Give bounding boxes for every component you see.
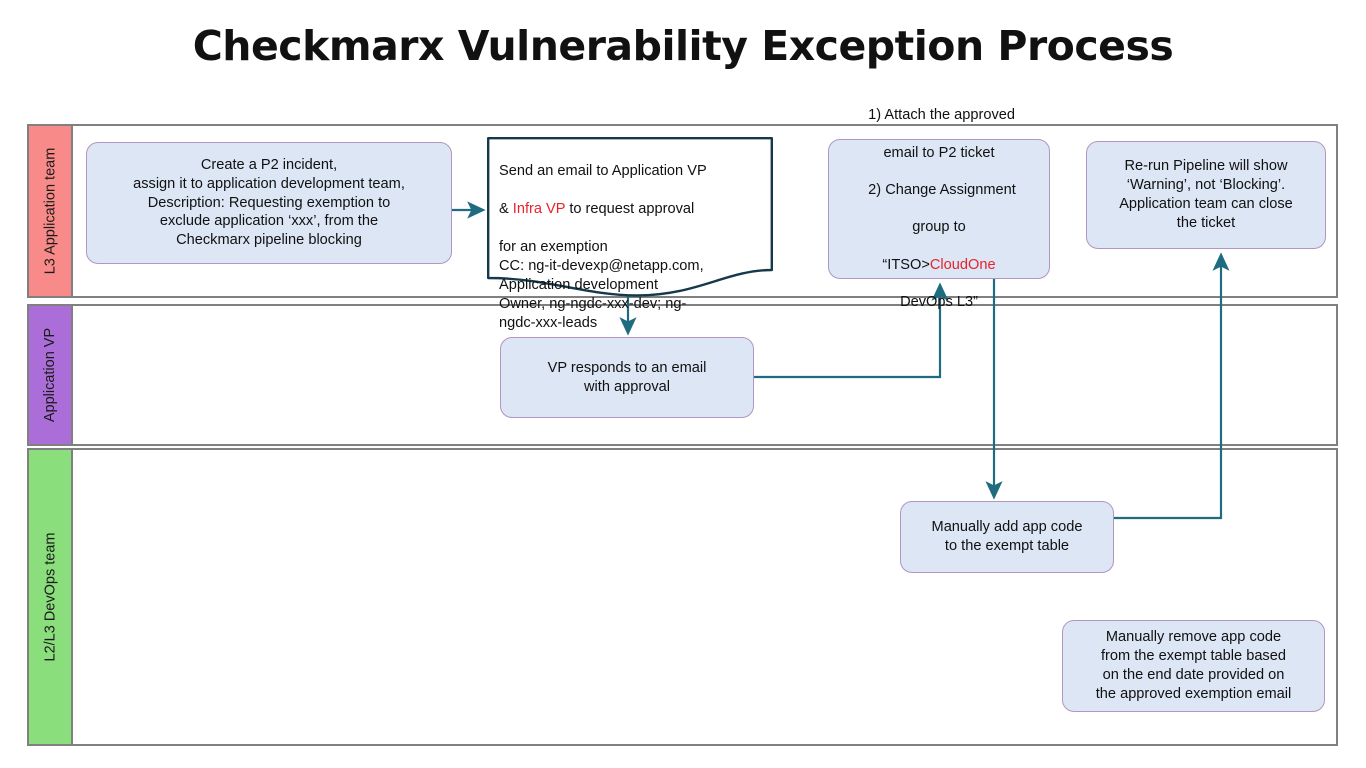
node-rerun-pipeline[interactable]: Re-run Pipeline will show ‘Warning’, not… (1086, 141, 1326, 249)
attach-cloudone: CloudOne (929, 256, 996, 273)
send-email-rest: for an exemption CC: ng-it-devexp@netapp… (499, 238, 704, 331)
node-send-email[interactable]: Send an email to Application VP & Infra … (487, 137, 773, 331)
attach-item-1: 1) Attach the approved (868, 107, 1016, 124)
lane-l3-application-team: L3 Application team (27, 124, 1338, 298)
node-attach-and-change[interactable]: 1) Attach the approved email to P2 ticke… (828, 107, 1050, 310)
attach-group-suffix: DevOps L3” (900, 294, 978, 311)
lane-label-l2-l3-devops-team: L2/L3 DevOps team (42, 532, 58, 662)
node-remove-app-code[interactable]: Manually remove app code from the exempt… (1062, 620, 1325, 712)
swimlane-container: L3 Application team Application VP L2/L3… (27, 124, 1338, 746)
node-add-app-code[interactable]: Manually add app code to the exempt tabl… (900, 501, 1114, 573)
lane-label-application-vp: Application VP (42, 327, 58, 423)
attach-item-1-cont: email to P2 ticket (883, 144, 995, 161)
lane-header-l3-application-team: L3 Application team (29, 126, 73, 296)
lane-label-l3-application-team: L3 Application team (42, 147, 58, 275)
node-send-email-text: Send an email to Application VP & Infra … (487, 137, 773, 352)
page-title: Checkmarx Vulnerability Exception Proces… (192, 22, 1174, 70)
send-email-line1: Send an email to Application VP (499, 162, 707, 179)
lane-l2-l3-devops-team: L2/L3 DevOps team (27, 448, 1338, 746)
lane-application-vp: Application VP (27, 304, 1338, 446)
lane-header-l2-l3-devops-team: L2/L3 DevOps team (29, 450, 73, 744)
send-email-line2-pre: & (499, 200, 513, 217)
node-vp-responds[interactable]: VP responds to an email with approval (500, 337, 754, 418)
attach-item-2: 2) Change Assignment (868, 182, 1016, 198)
node-attach-body: 1) Attach the approved email to P2 ticke… (862, 88, 1016, 331)
attach-group-prefix: “ITSO> (882, 256, 930, 273)
document-shape-icon (487, 137, 773, 297)
lane-header-application-vp: Application VP (29, 306, 73, 444)
send-email-line2-post: to request approval (565, 200, 695, 217)
send-email-infra-vp: Infra VP (512, 200, 566, 217)
attach-item-2-cont: group to (912, 219, 966, 236)
node-create-incident[interactable]: Create a P2 incident, assign it to appli… (86, 142, 452, 264)
